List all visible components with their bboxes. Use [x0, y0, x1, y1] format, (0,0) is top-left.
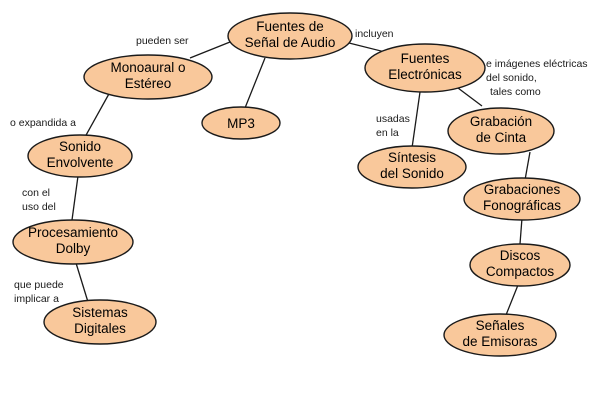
node-envolvente-line1: Sonido — [59, 139, 101, 154]
link-imagenes-line1: e imágenes eléctricas — [486, 58, 588, 70]
node-fonograficas: Grabaciones Fonográficas — [463, 177, 581, 221]
link-usadas-line2: en la — [376, 127, 399, 139]
node-mp3: MP3 — [201, 106, 281, 140]
edge-electronicas-cinta — [457, 87, 483, 107]
node-fonograficas-line2: Fonográficas — [483, 198, 561, 213]
edge-fuentes-electronicas — [344, 41, 386, 53]
link-usadas: usadas en la — [376, 113, 410, 139]
node-digitales: Sistemas Digitales — [43, 299, 157, 345]
node-monoaural-line2: Estéreo — [125, 76, 172, 91]
node-envolvente-line2: Envolvente — [47, 155, 114, 170]
node-sintesis-line1: Síntesis — [388, 150, 436, 165]
node-fuentes-audio-line1: Fuentes de — [256, 19, 324, 34]
edge-discos-emisoras — [505, 284, 519, 316]
edge-cinta-fonograficas — [524, 151, 531, 181]
node-fuentes-audio-line2: Señal de Audio — [245, 35, 336, 50]
edge-envolvente-dolby — [71, 175, 79, 221]
node-dolby: Procesamiento Dolby — [12, 219, 134, 265]
node-dolby-line1: Procesamiento — [28, 225, 118, 240]
edge-fuentes-mp3 — [244, 57, 266, 109]
link-que-puede-line1: que puede — [14, 279, 64, 291]
link-con-el-uso-line2: uso del — [22, 201, 56, 213]
node-electronicas-line2: Electrónicas — [388, 67, 462, 82]
edge-dolby-digitales — [75, 262, 89, 303]
node-digitales-line2: Digitales — [74, 321, 126, 336]
link-usadas-line1: usadas — [376, 113, 410, 125]
node-electronicas-line1: Fuentes — [401, 51, 450, 66]
edge-electronicas-sintesis — [411, 91, 421, 149]
node-mp3-line1: MP3 — [227, 116, 255, 131]
node-sintesis-line2: del Sonido — [380, 166, 444, 181]
node-discos-line2: Compactos — [486, 264, 555, 279]
link-imagenes-line2: del sonido, — [486, 72, 537, 84]
node-monoaural: Monoaural o Estéreo — [83, 54, 213, 100]
node-discos: Discos Compactos — [469, 243, 571, 287]
node-emisoras-line1: Señales — [476, 318, 525, 333]
edge-fuentes-monoaural — [189, 39, 236, 59]
link-imagenes: e imágenes eléctricas del sonido, tales … — [486, 58, 588, 98]
node-emisoras: Señales de Emisoras — [443, 313, 557, 357]
link-expandida: o expandida a — [10, 117, 76, 129]
link-con-el-uso: con el uso del — [22, 187, 56, 213]
node-fuentes-audio: Fuentes de Señal de Audio — [227, 12, 353, 60]
node-monoaural-line1: Monoaural o — [110, 60, 185, 75]
node-dolby-line2: Dolby — [56, 241, 91, 256]
link-incluyen: incluyen — [355, 28, 394, 40]
node-fonograficas-line1: Grabaciones — [484, 182, 561, 197]
edge-fonograficas-discos — [519, 217, 523, 245]
link-con-el-uso-line1: con el — [22, 187, 50, 199]
link-que-puede-line2: implicar a — [14, 293, 59, 305]
node-grabacion-cinta-line2: de Cinta — [476, 130, 527, 145]
edge-monoaural-envolvente — [84, 91, 111, 138]
node-electronicas: Fuentes Electrónicas — [364, 43, 486, 93]
link-imagenes-line3: tales como — [490, 86, 541, 98]
node-grabacion-cinta-line1: Grabación — [470, 114, 532, 129]
node-digitales-line1: Sistemas — [72, 305, 128, 320]
node-discos-line1: Discos — [500, 248, 541, 263]
node-sintesis: Síntesis del Sonido — [357, 145, 467, 189]
node-envolvente: Sonido Envolvente — [27, 134, 133, 178]
link-que-puede: que puede implicar a — [14, 279, 64, 305]
link-pueden-ser: pueden ser — [136, 35, 189, 47]
node-emisoras-line2: de Emisoras — [462, 334, 537, 349]
edges — [71, 39, 531, 316]
node-grabacion-cinta: Grabación de Cinta — [447, 107, 555, 155]
